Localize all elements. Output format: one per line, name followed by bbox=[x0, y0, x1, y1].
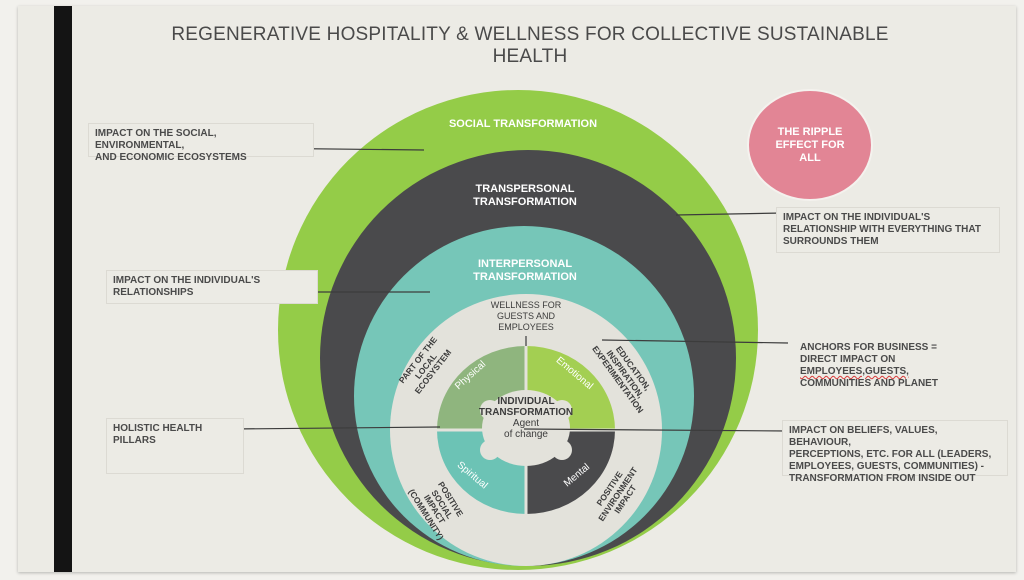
note-relationships: IMPACT ON THE INDIVIDUAL'S RELATIONSHIPS bbox=[106, 270, 318, 304]
note-relationships-line-2: RELATIONSHIPS bbox=[113, 287, 194, 298]
note-relationship-line-2: RELATIONSHIP WITH EVERYTHING THAT bbox=[783, 224, 981, 235]
wellness-line-2: GUESTS AND bbox=[496, 311, 555, 321]
individual-transformation-label: INDIVIDUAL TRANSFORMATION bbox=[470, 396, 582, 418]
center-line-2: TRANSFORMATION bbox=[478, 407, 574, 418]
transpersonal-line-2: TRANSFORMATION bbox=[473, 196, 577, 208]
note-relationships-line-1: IMPACT ON THE INDIVIDUAL'S bbox=[113, 275, 261, 286]
left-accent-bar bbox=[54, 6, 72, 572]
note-anchors-line-4: COMMUNITIES AND PLANET bbox=[800, 378, 938, 389]
note-beliefs-line-2: PERCEPTIONS, ETC. FOR ALL (LEADERS, bbox=[789, 449, 992, 460]
note-beliefs-line-4: TRANSFORMATION FROM INSIDE OUT bbox=[789, 473, 976, 484]
note-ecosystems-line-1: IMPACT ON THE SOCIAL, ENVIRONMENTAL, bbox=[95, 128, 217, 151]
note-anchors-line-2: DIRECT IMPACT ON bbox=[800, 354, 896, 365]
ripple-line-3: ALL bbox=[799, 151, 821, 164]
center-line-4: of change bbox=[504, 429, 548, 440]
note-holistic-line-1: HOLISTIC HEALTH bbox=[113, 423, 203, 434]
ripple-line-1: THE RIPPLE bbox=[777, 125, 843, 138]
wellness-line-1: WELLNESS FOR bbox=[490, 300, 562, 310]
center-gear-icon bbox=[480, 390, 572, 466]
ripple-effect-badge: THE RIPPLE EFFECT FOR ALL bbox=[747, 89, 873, 201]
interpersonal-line-2: TRANSFORMATION bbox=[473, 271, 577, 283]
agent-of-change-label: Agent of change bbox=[480, 418, 572, 440]
wellness-guests-label: WELLNESS FOR GUESTS AND EMPLOYEES bbox=[474, 300, 578, 333]
note-anchors-line-3: EMPLOYEES,GUESTS, bbox=[800, 366, 909, 377]
note-beliefs-line-3: EMPLOYEES, GUESTS, COMMUNITIES) - bbox=[789, 461, 985, 472]
interpersonal-line-1: INTERPERSONAL bbox=[477, 258, 573, 270]
social-transformation-label: SOCIAL TRANSFORMATION bbox=[418, 118, 628, 131]
wellness-line-3: EMPLOYEES bbox=[498, 322, 554, 332]
diagram-title: REGENERATIVE HOSPITALITY & WELLNESS FOR … bbox=[171, 24, 889, 67]
note-ecosystems: IMPACT ON THE SOCIAL, ENVIRONMENTAL, AND… bbox=[88, 123, 314, 163]
center-line-3: Agent bbox=[512, 418, 540, 429]
transpersonal-transformation-label: TRANSPERSONAL TRANSFORMATION bbox=[440, 183, 610, 209]
note-holistic-pillars: HOLISTIC HEALTH PILLARS bbox=[106, 418, 244, 474]
social-label-text: SOCIAL TRANSFORMATION bbox=[448, 118, 598, 130]
note-holistic-line-2: PILLARS bbox=[113, 435, 156, 446]
center-line-1: INDIVIDUAL bbox=[497, 396, 555, 407]
note-relationship-line-1: IMPACT ON THE INDIVIDUAL'S bbox=[783, 212, 931, 223]
note-anchors-business: ANCHORS FOR BUSINESS = DIRECT IMPACT ON … bbox=[794, 338, 994, 392]
note-beliefs-values: IMPACT ON BELIEFS, VALUES, BEHAVIOUR, PE… bbox=[782, 420, 1008, 484]
note-beliefs-line-1: IMPACT ON BELIEFS, VALUES, BEHAVIOUR, bbox=[789, 425, 938, 448]
note-relationship-everything: IMPACT ON THE INDIVIDUAL'S RELATIONSHIP … bbox=[776, 207, 1000, 253]
transpersonal-line-1: TRANSPERSONAL bbox=[475, 183, 575, 195]
ripple-line-2: EFFECT FOR bbox=[775, 138, 845, 151]
note-anchors-line-1: ANCHORS FOR BUSINESS = bbox=[800, 342, 937, 353]
note-ecosystems-line-2: AND ECONOMIC ECOSYSTEMS bbox=[95, 152, 247, 163]
note-relationship-line-3: SURROUNDS THEM bbox=[783, 236, 879, 247]
interpersonal-transformation-label: INTERPERSONAL TRANSFORMATION bbox=[440, 258, 610, 284]
